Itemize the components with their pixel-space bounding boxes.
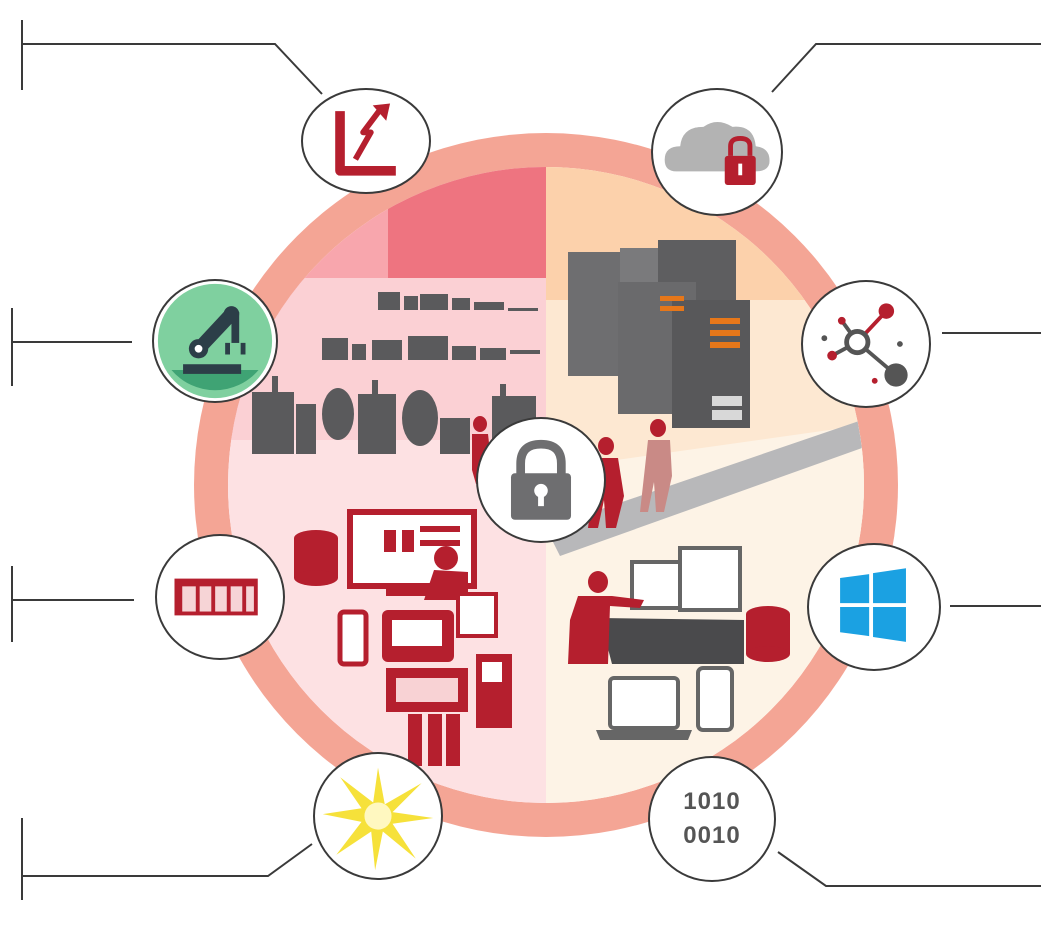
hub-node[interactable]: [801, 280, 931, 408]
windows-node[interactable]: [807, 543, 941, 671]
network-node[interactable]: [301, 88, 431, 194]
windows-logo-icon: [840, 568, 906, 642]
padlock-icon: [510, 439, 572, 520]
connector-top-left: [22, 43, 323, 95]
center-node[interactable]: [476, 417, 606, 543]
binary-node[interactable]: 1010 0010: [648, 756, 776, 882]
lightning-arrow-icon: [335, 103, 396, 176]
binary-line-2: 0010: [683, 822, 741, 849]
spark-burst-icon: [322, 767, 434, 871]
control-devices: [294, 509, 512, 766]
binary-code-icon: 1010 0010: [650, 758, 774, 880]
spark-node[interactable]: [313, 752, 443, 880]
server-racks: [568, 240, 750, 428]
network-hub-icon: [821, 303, 908, 387]
plc-controller-icon: [174, 578, 258, 616]
connector-top-right: [771, 43, 1041, 93]
controller-node[interactable]: [155, 534, 285, 660]
robot-arm-icon: [157, 283, 273, 399]
cloud-lock-icon: [664, 121, 770, 185]
cloud-node[interactable]: [651, 88, 783, 216]
robot-node[interactable]: [152, 279, 278, 403]
connector-bottom-right: [777, 851, 1041, 887]
operator-workstation: [568, 546, 790, 740]
binary-line-1: 1010: [683, 788, 741, 815]
connector-bottom-left: [22, 843, 313, 877]
connector-lines: [11, 20, 1041, 900]
walkway: [546, 420, 862, 556]
